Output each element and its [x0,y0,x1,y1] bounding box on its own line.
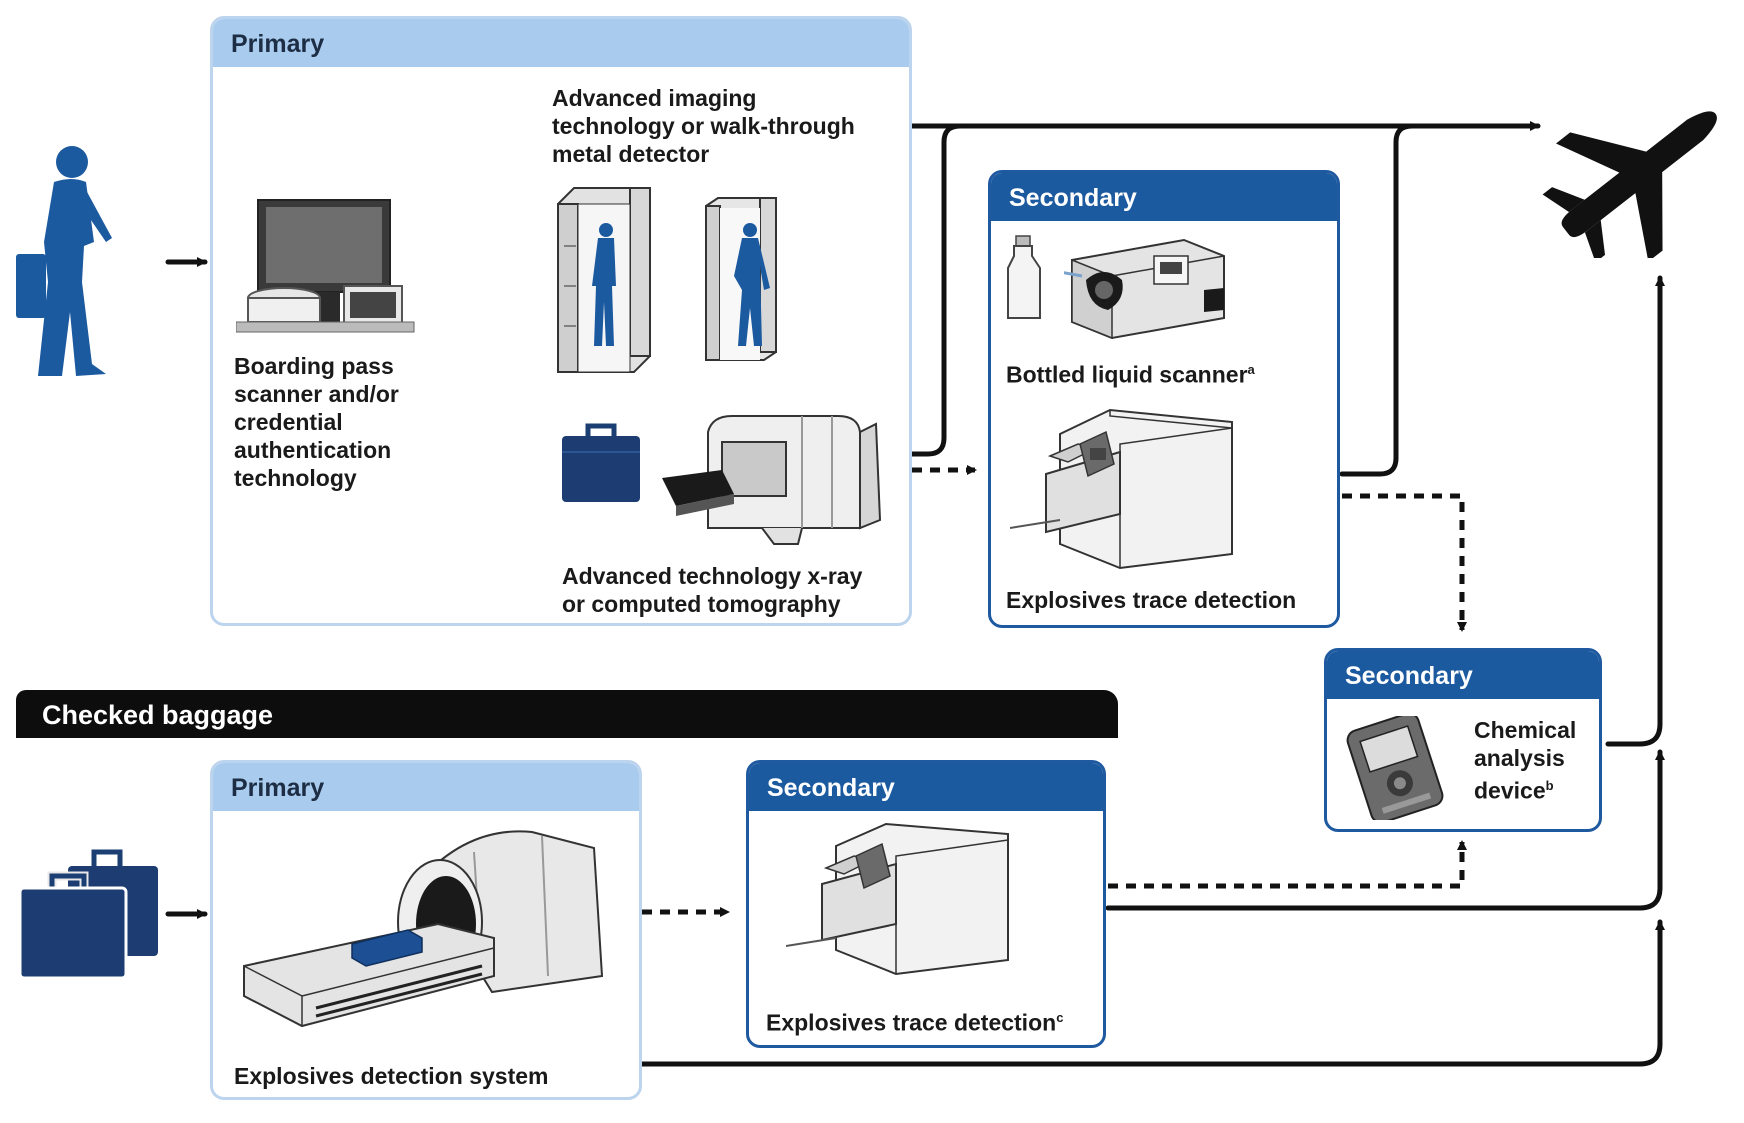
xray-label-line: or computed tomography [562,591,841,617]
boarding-pass-label-line: authentication [234,437,392,463]
arrow-chemical-to-plane [1605,275,1665,747]
boarding-pass-label-line: credential [234,409,343,435]
passenger-icon [16,146,112,376]
bottle-icon [1007,235,1041,319]
xray-machine-icon [662,415,882,545]
xray-label-line: Advanced technology x-ray [562,563,863,589]
body-scanner-icon [557,187,651,373]
eds-scanner-icon [243,830,604,1028]
arrow-eds-to-plane [639,919,1665,1067]
boarding-pass-label-line: technology [234,465,357,491]
etd-baggage-label: Explosives trace detectionc [766,1004,1063,1037]
arrow-secondary-to-plane [1339,123,1415,477]
eds-primary-header: Primary [213,763,639,811]
etd-baggage-text: Explosives trace detection [766,1009,1057,1036]
footnote-c: c [1056,1010,1064,1025]
carry-on-bag-icon [562,423,640,502]
boarding-pass-label: Boarding pass scanner and/or credential … [234,352,399,492]
imaging-label-line: Advanced imaging [552,85,757,111]
footnote-b: b [1545,778,1554,793]
imaging-label-line: metal detector [552,141,710,167]
airplane-icon [1542,111,1717,258]
checkpoint-secondary-header: Secondary [991,173,1337,221]
arrow-bag-secondary-to-plane [1105,749,1665,911]
chemical-label-line: Chemical [1474,717,1577,743]
checked-baggage-banner: Checked baggage [16,690,1118,738]
boarding-pass-label-line: Boarding pass [234,353,394,379]
liquid-scanner-icon [1064,238,1225,340]
arrow-xray-to-plane [909,123,963,457]
eds-label: Explosives detection system [234,1063,549,1089]
dashed-bag-etd-to-chemical [1108,840,1467,889]
checkpoint-primary-header: Primary [213,19,909,67]
imaging-label: Advanced imaging technology or walk-thro… [552,84,855,168]
bottled-liquid-text: Bottled liquid scanner [1006,361,1248,388]
dashed-etd-to-chemical [1342,493,1467,632]
baggage-secondary-header: Secondary [749,763,1103,811]
metal-detector-icon [705,197,777,361]
xray-label: Advanced technology x-ray or computed to… [562,562,862,618]
trace-detector-icon [786,822,1009,976]
etd-checkpoint-label: Explosives trace detection [1006,587,1297,613]
handheld-device-icon [1346,716,1444,820]
trace-detector-icon [1010,408,1233,570]
chemical-label-line: device [1474,777,1546,804]
boarding-pass-label-line: scanner and/or [234,381,399,407]
kiosk-icon [236,199,415,333]
chemical-label-line: analysis [1474,745,1565,771]
suitcases-icon [18,849,158,980]
baggage-secondary-box: Secondary [746,760,1106,1048]
footnote-a: a [1247,362,1255,377]
chemical-analysis-header: Secondary [1327,651,1599,699]
imaging-label-line: technology or walk-through [552,113,855,139]
chemical-analysis-box: Secondary [1324,648,1602,832]
chemical-analysis-label: Chemical analysis deviceb [1474,716,1576,805]
bottled-liquid-label: Bottled liquid scannera [1006,356,1255,389]
